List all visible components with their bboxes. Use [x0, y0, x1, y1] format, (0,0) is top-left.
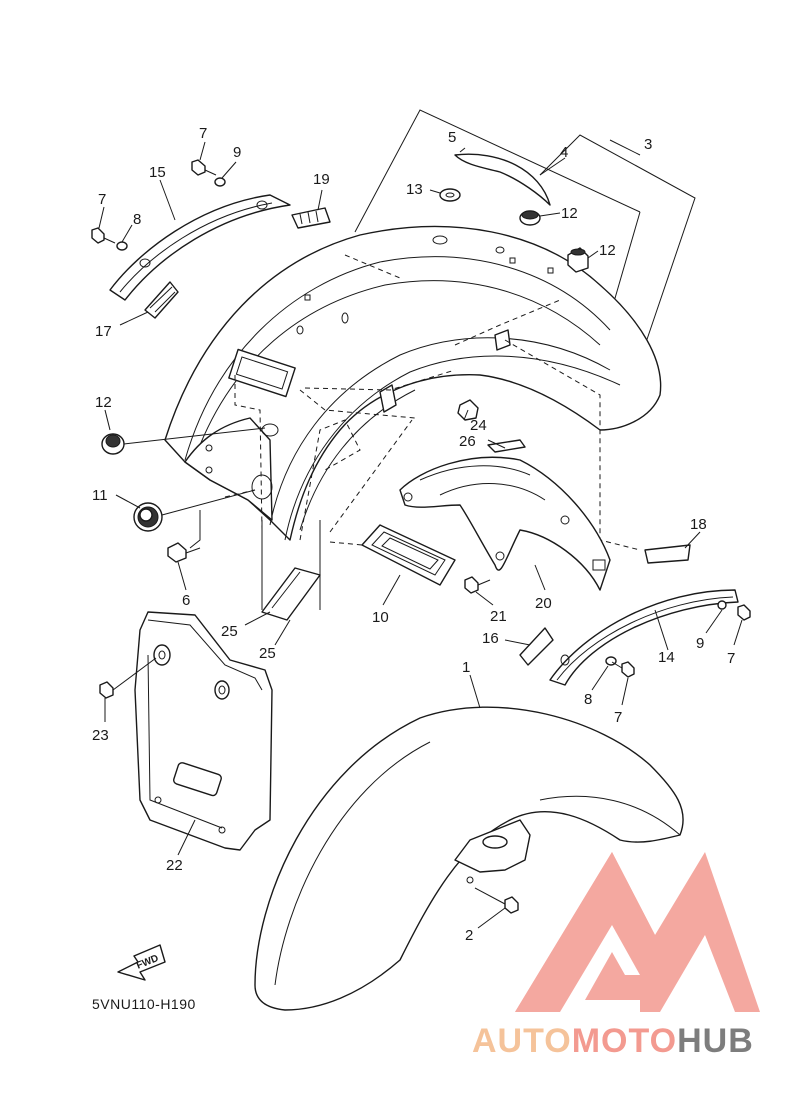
callout-25: 25 [259, 645, 276, 662]
callout-5: 5 [448, 129, 456, 146]
callout-17: 17 [95, 323, 112, 340]
callout-24: 24 [470, 417, 487, 434]
fwd-arrow-icon: FWD [117, 944, 166, 981]
callout-6: 6 [182, 592, 190, 609]
part-8-washer-left [116, 241, 128, 251]
automotohub-logo-icon [515, 852, 760, 1012]
callout-15: 15 [149, 164, 166, 181]
part-7-bolt-right [737, 604, 751, 621]
callout-14: 14 [658, 649, 675, 666]
callout-9: 9 [696, 635, 704, 652]
callout-12: 12 [95, 394, 112, 411]
callout-18: 18 [690, 516, 707, 533]
part-12-grommet-top [519, 210, 541, 226]
part-11-grommet [133, 502, 163, 532]
callout-19: 19 [313, 171, 330, 188]
part-23-bolt [99, 657, 157, 699]
wordmark-hub: HUB [677, 1022, 754, 1060]
callout-leaders [98, 141, 743, 929]
callout-16: 16 [482, 630, 499, 647]
callout-7: 7 [98, 191, 106, 208]
part-7-bolt-left [91, 227, 116, 244]
callout-12: 12 [561, 205, 578, 222]
callout-25: 25 [221, 623, 238, 640]
callout-7: 7 [727, 650, 735, 667]
part-1-front-fender [254, 706, 684, 1011]
callout-7: 7 [614, 709, 622, 726]
part-18-pad [644, 544, 691, 564]
part-9-washer-right [717, 600, 727, 610]
callout-8: 8 [133, 211, 141, 228]
automotohub-wordmark: AUTOMOTOHUB [472, 1022, 754, 1061]
callout-23: 23 [92, 727, 109, 744]
part-20-bracket [399, 456, 611, 591]
fender-dashed-lines [234, 254, 641, 551]
part-7-bolt-lower [611, 661, 635, 678]
callout-2: 2 [465, 927, 473, 944]
wordmark-auto: AUTO [472, 1022, 572, 1060]
part-22-cover [134, 611, 273, 851]
callout-13: 13 [406, 181, 423, 198]
callout-1: 1 [462, 659, 470, 676]
callout-3: 3 [644, 136, 652, 153]
callout-8: 8 [584, 691, 592, 708]
part-17-pad [144, 281, 179, 319]
part-10-reflector [361, 524, 456, 586]
part-15-rail-left [109, 194, 291, 301]
callout-22: 22 [166, 857, 183, 874]
part-5-emblem [454, 153, 551, 206]
part-7-bolt-top-left [191, 159, 217, 176]
callout-9: 9 [233, 144, 241, 161]
callout-labels: 3 4 5 7 9 15 19 13 12 12 7 8 17 12 24 26… [92, 125, 735, 944]
part-21-bolt [464, 576, 491, 594]
part-25-pads [261, 520, 321, 621]
part-2-bolt [474, 887, 519, 914]
callout-20: 20 [535, 595, 552, 612]
callout-10: 10 [372, 609, 389, 626]
part-16-pad [519, 627, 554, 666]
callout-12: 12 [599, 242, 616, 259]
part-12-grommet-right [567, 247, 589, 273]
part-14-rail-right [549, 589, 739, 686]
diagram-code: 5VNU110-H190 [92, 996, 196, 1012]
part-9-washer-top [214, 177, 226, 187]
callout-21: 21 [490, 608, 507, 625]
part-6-bolt [167, 542, 201, 563]
wordmark-moto: MOTO [571, 1022, 678, 1060]
part-13-washer [439, 188, 461, 202]
part-26-strip [487, 439, 526, 453]
callout-11: 11 [92, 487, 108, 504]
callout-4: 4 [560, 144, 568, 161]
callout-7: 7 [199, 125, 207, 142]
part-12-grommet-left [101, 433, 125, 455]
callout-26: 26 [459, 433, 476, 450]
part-19-pad [291, 207, 331, 229]
rear-fender [164, 225, 662, 541]
